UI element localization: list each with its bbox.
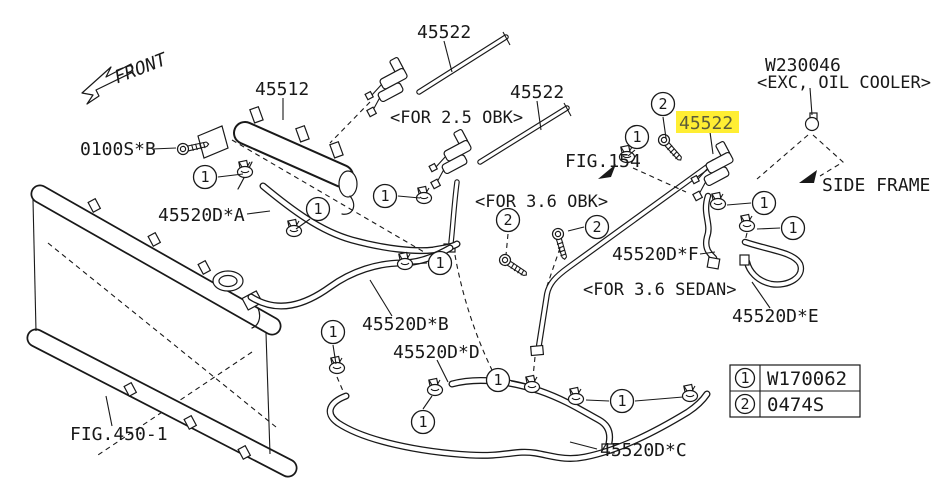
hose-clamp-icon: [523, 374, 541, 394]
screw-icon: [655, 131, 685, 166]
hose-clamp-icon: [738, 213, 756, 233]
svg-text:1: 1: [313, 200, 322, 218]
hose-45520d-b: [247, 244, 454, 310]
pipe-fitting-icon: [414, 128, 481, 190]
pipe-45522-36obk: [414, 102, 572, 253]
hose-clamp-icon: [328, 355, 346, 375]
label-pipe-45522-25obk: 45522: [417, 22, 471, 43]
fig154-arrow-icon: [598, 164, 616, 179]
svg-text:1: 1: [380, 187, 389, 205]
label-hose-f: 45520D*F: [612, 244, 699, 265]
highlight-background: [676, 111, 739, 133]
radiator: [26, 184, 298, 478]
callout-clamp: 1: [410, 409, 436, 435]
hose-clamp-icon: [681, 383, 699, 403]
label-clip-w230046: W230046: [765, 55, 841, 76]
legend-part-0474s: 0474S: [767, 394, 824, 416]
svg-text:1: 1: [435, 254, 444, 272]
label-pipe-45522-36obk: 45522: [510, 82, 564, 103]
front-arrow-icon: [81, 63, 134, 105]
label-clip-note: <EXC, OIL COOLER>: [757, 73, 931, 93]
pipe-fitting-icon: [676, 140, 743, 202]
hose-clamp-icon: [426, 377, 444, 397]
callout-clamp: 1: [427, 250, 453, 276]
pipe-45522-25obk: [350, 31, 511, 118]
svg-text:1: 1: [200, 168, 209, 186]
label-bolt-0100sb: 0100S*B: [80, 139, 156, 160]
label-variant-25obk: <FOR 2.5 OBK>: [390, 108, 523, 128]
pipe-45522-36sedan: [530, 140, 743, 357]
callout-screw: 2: [495, 207, 521, 233]
highlighted-part-number[interactable]: 45522: [676, 111, 739, 134]
callout-clamp: 1: [305, 196, 331, 222]
svg-text:1: 1: [788, 219, 797, 237]
label-pipe-45522-sedan: 45522: [679, 113, 733, 134]
legend-table: 1 2 W170062 0474S: [729, 364, 861, 418]
legend-part-w170062: W170062: [767, 368, 847, 390]
label-bracket-45512: 45512: [255, 79, 309, 100]
svg-text:1: 1: [418, 413, 427, 431]
hose-45520d-f: [702, 192, 721, 270]
label-side-frame: SIDE FRAME: [822, 175, 930, 196]
callout-clamp: 1: [320, 319, 346, 345]
svg-text:2: 2: [503, 211, 512, 229]
callout-clamp: 1: [192, 164, 218, 190]
callout-clamp: 1: [485, 367, 511, 393]
bracket-45512: [197, 105, 358, 215]
label-hose-b: 45520D*B: [362, 314, 449, 335]
callout-clamp: 1: [751, 190, 777, 216]
svg-text:1: 1: [328, 323, 337, 341]
svg-text:2: 2: [740, 395, 749, 413]
callout-clamp: 1: [609, 388, 635, 414]
screw-icon: [496, 251, 530, 282]
callout-clamp: 1: [372, 183, 398, 209]
side-frame-arrow-icon: [799, 170, 817, 183]
label-fig450: FIG.450-1: [70, 424, 168, 445]
legend-callout-screw: 2: [734, 393, 756, 415]
screw-icon: [551, 227, 569, 262]
svg-text:1: 1: [759, 194, 768, 212]
svg-text:1: 1: [493, 371, 502, 389]
label-hose-d: 45520D*D: [393, 342, 480, 363]
hose-45520d-c: [326, 390, 711, 462]
callout-screw: 2: [650, 91, 676, 117]
label-hose-e: 45520D*E: [732, 306, 819, 327]
svg-text:2: 2: [592, 218, 601, 236]
label-fig154: FIG.154: [565, 151, 641, 172]
hose-clamp-icon: [396, 251, 414, 271]
clip-w230046: [804, 87, 820, 132]
svg-text:2: 2: [658, 95, 667, 113]
callout-clamp: 1: [624, 124, 650, 150]
hose-clamps: [236, 144, 756, 406]
hose-clamp-icon: [285, 218, 303, 238]
svg-text:1: 1: [632, 128, 641, 146]
svg-text:1: 1: [740, 369, 749, 387]
callout-clamp: 1: [780, 215, 806, 241]
hose-clamp-icon: [415, 185, 433, 205]
legend-callout-clamp: 1: [734, 367, 756, 389]
label-variant-36obk: <FOR 3.6 OBK>: [475, 192, 608, 212]
front-label: FRONT: [113, 49, 167, 89]
dashed-reference-lines: [231, 101, 844, 392]
callout-screw: 2: [584, 214, 610, 240]
hose-clamp-icon: [709, 191, 727, 211]
label-leader-lines: [105, 40, 781, 450]
hose-clamp-icon: [567, 386, 585, 406]
label-hose-a: 45520D*A: [158, 205, 245, 226]
label-hose-c: 45520D*C: [600, 440, 687, 461]
hose-45520d-e: [739, 238, 805, 288]
label-variant-36sedan: <FOR 3.6 SEDAN>: [583, 280, 737, 300]
svg-text:1: 1: [617, 392, 626, 410]
